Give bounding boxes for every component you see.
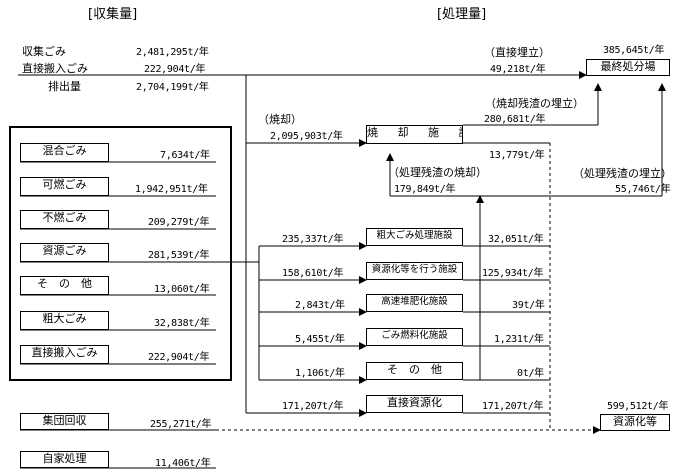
facility-other-in: 1,106t/年 [295, 368, 345, 379]
facility-resource-out: 125,934t/年 [482, 268, 544, 279]
self-disposal-value: 11,406t/年 [155, 458, 211, 469]
incineration-value: 2,095,903t/年 [270, 131, 343, 142]
facility-resource-box: 資源化等を行う施設 [366, 262, 463, 280]
facility-fuel-in: 5,455t/年 [295, 334, 345, 345]
facility-compost-box: 高速堆肥化施設 [366, 294, 463, 312]
incineration-caption: （焼却） [258, 113, 302, 126]
source-burnable-value: 1,942,951t/年 [135, 184, 208, 195]
facility-compost-in: 2,843t/年 [295, 300, 345, 311]
source-mixed-box: 混合ごみ [20, 143, 109, 162]
discharge-value: 2,704,199t/年 [136, 82, 209, 93]
direct-landfill-value: 49,218t/年 [490, 64, 546, 75]
facility-other-box: そ の 他 [366, 362, 463, 380]
direct-label: 直接搬入ごみ [22, 62, 88, 75]
incineration-box: 焼 却 施 設 [366, 125, 463, 144]
source-resource-box: 資源ごみ [20, 243, 109, 262]
source-direct-box: 直接搬入ごみ [20, 345, 109, 364]
facility-direct-out: 171,207t/年 [482, 401, 544, 412]
residue-burn-value: 179,849t/年 [394, 184, 456, 195]
landfill-box: 最終処分場 [586, 59, 670, 76]
source-nonburnable-box: 不燃ごみ [20, 210, 109, 229]
direct-landfill-caption: （直接埋立） [484, 46, 550, 59]
recycling-box: 資源化等 [600, 414, 670, 431]
source-bulky-box: 粗大ごみ [20, 311, 109, 330]
source-mixed-value: 7,634t/年 [160, 150, 210, 161]
facility-direct-box: 直接資源化 [366, 395, 463, 413]
facility-fuel-out: 1,231t/年 [494, 334, 544, 345]
incineration-out-value: 13,779t/年 [489, 150, 545, 161]
residue-landfill-caption: （処理残渣の埋立） [573, 167, 672, 180]
facility-resource-in: 158,610t/年 [282, 268, 344, 279]
source-nonburnable-value: 209,279t/年 [148, 217, 210, 228]
facility-direct-in: 171,207t/年 [282, 401, 344, 412]
discharge-label: 排出量 [48, 80, 81, 93]
source-other-value: 13,060t/年 [154, 284, 210, 295]
incineration-box-label: 焼 却 施 設 [367, 126, 462, 139]
recycling-total: 599,512t/年 [607, 401, 669, 412]
facility-compost-out: 39t/年 [512, 300, 545, 311]
facility-bulky-in: 235,337t/年 [282, 234, 344, 245]
facility-bulky-box: 粗大ごみ処理施設 [366, 228, 463, 246]
source-resource-value: 281,539t/年 [148, 250, 210, 261]
direct-value: 222,904t/年 [144, 64, 206, 75]
self-disposal-box: 自家処理 [20, 451, 109, 468]
facility-bulky-out: 32,051t/年 [488, 234, 544, 245]
source-frame [9, 126, 232, 381]
source-burnable-box: 可燃ごみ [20, 177, 109, 196]
ash-landfill-value: 280,681t/年 [484, 114, 546, 125]
source-other-box: そ の 他 [20, 276, 109, 295]
ash-landfill-caption: （焼却残渣の埋立） [485, 97, 584, 110]
collected-value: 2,481,295t/年 [136, 47, 209, 58]
source-bulky-value: 32,838t/年 [154, 318, 210, 329]
facility-fuel-box: ごみ燃料化施設 [366, 328, 463, 346]
processing-header: [処理量] [437, 7, 487, 22]
source-direct-value: 222,904t/年 [148, 352, 210, 363]
collection-header: [収集量] [88, 7, 138, 22]
residue-burn-caption: （処理残渣の焼却） [388, 166, 487, 179]
landfill-total: 385,645t/年 [603, 45, 665, 56]
group-collection-box: 集団回収 [20, 413, 109, 430]
residue-landfill-value: 55,746t/年 [615, 184, 671, 195]
group-collection-value: 255,271t/年 [150, 419, 212, 430]
facility-other-out: 0t/年 [517, 368, 544, 379]
collected-label: 収集ごみ [22, 45, 66, 58]
